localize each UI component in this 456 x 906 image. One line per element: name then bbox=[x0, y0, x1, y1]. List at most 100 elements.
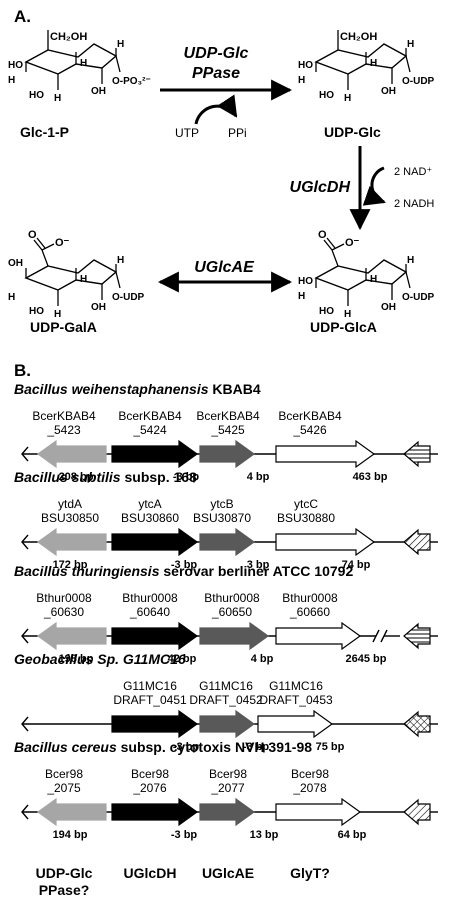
gene-arrow-glyt bbox=[275, 527, 376, 557]
gene-function-label: GlyT? bbox=[290, 865, 330, 881]
svg-text:HO: HO bbox=[298, 276, 313, 287]
gene-id-line2: _5423 bbox=[46, 423, 81, 437]
svg-text:O: O bbox=[318, 229, 327, 241]
ppi-label: PPi bbox=[228, 126, 247, 140]
sequence-continues-icon bbox=[21, 628, 29, 644]
svg-text:H: H bbox=[117, 255, 124, 266]
enzyme-udpglc-ppase-line2: PPase bbox=[192, 65, 240, 82]
gene-id-line2: BSU30850 bbox=[41, 511, 99, 525]
svg-text:H: H bbox=[54, 93, 61, 104]
intergenic-gap-label: -3 bp bbox=[173, 471, 200, 483]
gene-id-line1: ytcA bbox=[138, 497, 161, 511]
gene-arrow-glyt bbox=[275, 797, 362, 827]
downstream-gene-arrow bbox=[403, 622, 431, 650]
svg-text:HO: HO bbox=[319, 90, 334, 101]
svg-text:HO: HO bbox=[8, 60, 23, 71]
organism-title: Bacillus subtilis subsp. 168 bbox=[14, 469, 197, 485]
intergenic-gap-label: 194 bp bbox=[53, 829, 88, 841]
gene-id-line1: Bcer98 bbox=[291, 767, 329, 781]
gene-function-label: UGlcAE bbox=[202, 865, 254, 881]
gene-id-line1: Bcer98 bbox=[131, 767, 169, 781]
udpglc-label: UDP-Glc bbox=[324, 124, 381, 140]
intergenic-gap-label: -3 bp bbox=[171, 559, 198, 571]
gene-id-line2: _60660 bbox=[289, 605, 330, 619]
panel-b-label: B. bbox=[14, 361, 31, 380]
gene-id-line1: ytdA bbox=[58, 497, 82, 511]
enzyme-udpglc-ppase-line1: UDP-Glc bbox=[184, 45, 249, 62]
utp-ppi-curved-arrow bbox=[194, 94, 238, 125]
organism-title: Bacillus weihenstaphanensis KBAB4 bbox=[14, 381, 261, 397]
gene-arrow-ugldh bbox=[111, 797, 199, 827]
svg-text:O⁻: O⁻ bbox=[55, 237, 70, 249]
udpglc-structure: CH₂OH H HO HO H H OH H O-UDP bbox=[298, 29, 435, 104]
gene-id-line2: DRAFT_0451 bbox=[113, 693, 187, 707]
gene-function-label: UGlcDH bbox=[124, 865, 177, 881]
svg-text:HO: HO bbox=[29, 306, 44, 317]
svg-text:H: H bbox=[80, 274, 87, 285]
nad-curved-arrow bbox=[362, 166, 386, 206]
gene-id-line1: ytcC bbox=[294, 497, 318, 511]
svg-text:OH: OH bbox=[91, 86, 106, 97]
operon-row: Bacillus cereus subsp. cytotoxis NVH 391… bbox=[14, 739, 438, 841]
operon-maps: Bacillus weihenstaphanensis KBAB4BcerKBA… bbox=[14, 381, 438, 841]
break-mark bbox=[372, 629, 380, 643]
gene-id-line2: _5424 bbox=[132, 423, 167, 437]
gene-arrow-ppase bbox=[36, 621, 107, 651]
gene-id-line2: _2075 bbox=[46, 781, 81, 795]
gene-id-line1: Bthur0008 bbox=[36, 591, 92, 605]
sequence-continues-icon bbox=[21, 446, 29, 462]
intergenic-gap-label: 2645 bp bbox=[346, 653, 387, 665]
gene-id-line2: DRAFT_0452 bbox=[189, 693, 263, 707]
gene-arrow-glyt bbox=[275, 439, 376, 469]
gene-arrow-glyt bbox=[257, 709, 334, 739]
svg-text:H: H bbox=[344, 93, 351, 104]
gene-arrow-glyt bbox=[275, 621, 362, 651]
intergenic-gap-label: 3 bp bbox=[247, 559, 270, 571]
svg-text:H: H bbox=[298, 75, 305, 86]
intergenic-gap-label: 74 bp bbox=[342, 559, 371, 571]
break-mark bbox=[380, 629, 388, 643]
organism-title: Bacillus cereus subsp. cytotoxis NVH 391… bbox=[14, 739, 312, 755]
svg-text:H: H bbox=[407, 39, 414, 50]
svg-text:OH: OH bbox=[381, 302, 396, 313]
gene-id-line2: _5426 bbox=[292, 423, 327, 437]
intergenic-gap-label: 75 bp bbox=[316, 741, 345, 753]
gene-arrow-uglcae bbox=[199, 797, 256, 827]
downstream-gene-arrow bbox=[403, 710, 431, 738]
downstream-gene-arrow bbox=[403, 798, 431, 826]
gene-arrow-ppase bbox=[36, 527, 107, 557]
svg-text:O-PO₃²⁻: O-PO₃²⁻ bbox=[112, 76, 151, 87]
gene-arrow-ugldh bbox=[111, 527, 199, 557]
gene-id-line2: BSU30860 bbox=[121, 511, 179, 525]
svg-text:OH: OH bbox=[381, 86, 396, 97]
intergenic-gap-label: 4 bp bbox=[251, 653, 274, 665]
svg-text:H: H bbox=[8, 75, 15, 86]
gene-arrow-uglcae bbox=[199, 439, 256, 469]
downstream-gene-arrow bbox=[403, 440, 431, 468]
enzyme-uglcae: UGlcAE bbox=[194, 259, 255, 276]
udpglca-structure: O O⁻ H HO HO H H OH H O-UDP bbox=[298, 229, 435, 320]
gene-id-line2: _5425 bbox=[210, 423, 245, 437]
gene-id-line1: Bthur0008 bbox=[282, 591, 338, 605]
gene-id-line2: _60630 bbox=[43, 605, 84, 619]
gene-id-line2: _60650 bbox=[211, 605, 252, 619]
svg-text:O⁻: O⁻ bbox=[345, 237, 360, 249]
svg-text:O: O bbox=[28, 229, 37, 241]
svg-text:HO: HO bbox=[298, 60, 313, 71]
svg-text:OH: OH bbox=[8, 258, 23, 269]
glc1p-structure: CH₂OH H HO HO H H OH H O-PO₃²⁻ bbox=[8, 29, 151, 104]
svg-text:H: H bbox=[54, 309, 61, 320]
gene-id-line2: _2078 bbox=[292, 781, 327, 795]
gene-arrow-ppase bbox=[36, 439, 107, 469]
nad-label: 2 NAD⁺ bbox=[394, 166, 432, 178]
intergenic-gap-label: 64 bp bbox=[338, 829, 367, 841]
organism-title: Geobacillus Sp. G11MC16 bbox=[14, 651, 186, 667]
svg-text:O-UDP: O-UDP bbox=[402, 76, 435, 87]
operon-row: Bacillus subtilis subsp. 168 ytdABSU30850… bbox=[14, 469, 438, 571]
intergenic-gap-label: -3 bp bbox=[173, 741, 200, 753]
svg-text:HO: HO bbox=[319, 306, 334, 317]
intergenic-gap-label: 208 bp bbox=[59, 471, 94, 483]
gene-id-line1: Bthur0008 bbox=[122, 591, 178, 605]
svg-text:CH₂OH: CH₂OH bbox=[340, 31, 377, 43]
